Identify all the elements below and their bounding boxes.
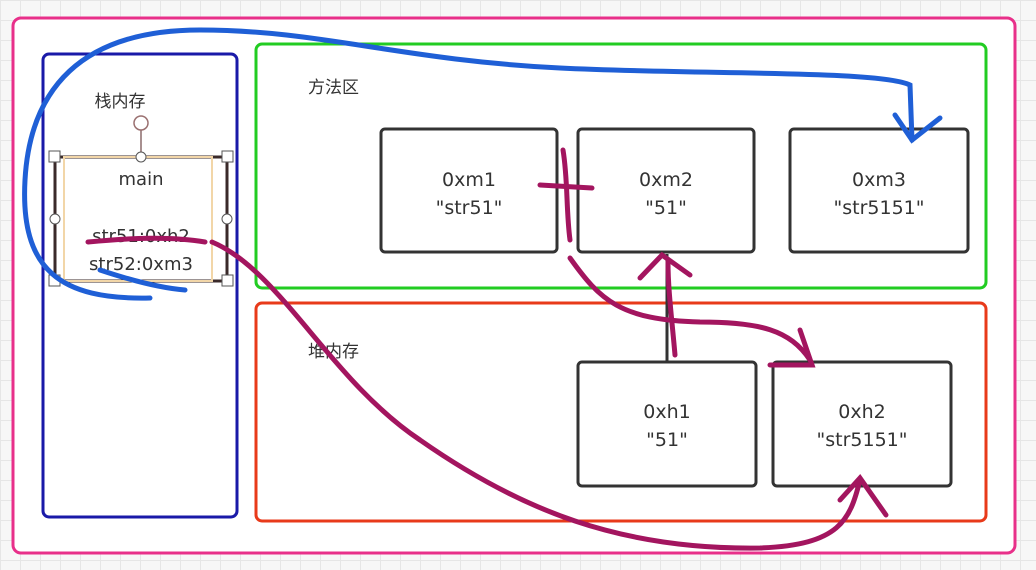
box-addr: 0xm3 (852, 169, 906, 191)
method-box-0xm2[interactable]: 0xm2 "51" (576, 127, 756, 254)
box-addr: 0xm2 (639, 169, 693, 191)
box-value: "str51" (436, 197, 503, 219)
stack-label: 栈内存 (95, 92, 146, 112)
box-value: "str5151" (834, 197, 925, 219)
box-addr: 0xm1 (442, 169, 496, 191)
stack-var: str52:0xm3 (89, 254, 193, 275)
box-value: "51" (646, 429, 688, 451)
heap-box-0xh1[interactable]: 0xh1 "51" (576, 360, 758, 488)
method-area-region[interactable] (254, 42, 988, 290)
blue-annotation-arrow (22, 27, 943, 301)
box-addr: 0xh1 (643, 401, 690, 423)
outer-container[interactable] (11, 16, 1017, 555)
box-value: "51" (645, 197, 687, 219)
box-addr: 0xh2 (838, 401, 885, 423)
box-value: "str5151" (817, 429, 908, 451)
stack-region[interactable] (41, 52, 239, 519)
frame-title: main (119, 169, 164, 190)
heap-box-0xh2[interactable]: 0xh2 "str5151" (771, 360, 953, 488)
heap-region[interactable] (254, 301, 988, 523)
method-area-label: 方法区 (308, 78, 359, 98)
method-box-0xm3[interactable]: 0xm3 "str5151" (788, 127, 970, 254)
purple-annotation-arrows (85, 147, 889, 551)
method-box-0xm1[interactable]: 0xm1 "str51" (379, 127, 559, 254)
